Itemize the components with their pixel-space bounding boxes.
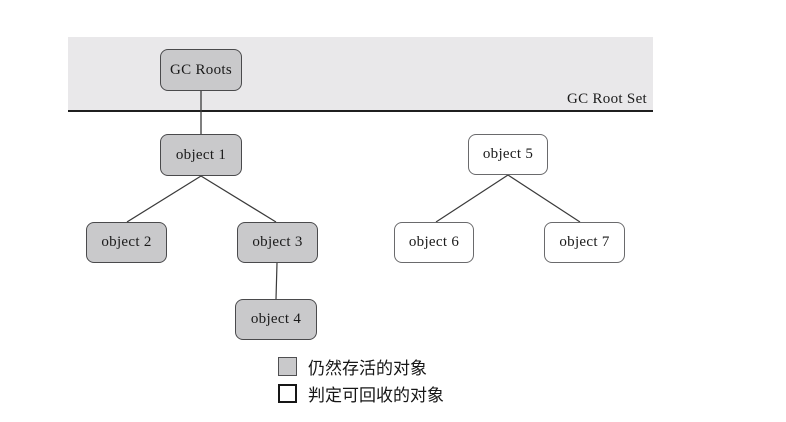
legend-recyclable-swatch	[278, 384, 297, 403]
legend-alive-swatch	[278, 357, 297, 376]
node-object-1: object 1	[160, 134, 242, 176]
legend-row-recyclable: 判定可回收的对象	[278, 383, 444, 405]
node-object-4: object 4	[235, 299, 317, 340]
node-object-6: object 6	[394, 222, 474, 263]
node-gc-roots: GC Roots	[160, 49, 242, 91]
node-object-3: object 3	[237, 222, 318, 263]
node-object-7: object 7	[544, 222, 625, 263]
legend: 仍然存活的对象 判定可回收的对象	[278, 356, 444, 410]
node-object-2: object 2	[86, 222, 167, 263]
node-object-5: object 5	[468, 134, 548, 175]
legend-recyclable-label: 判定可回收的对象	[308, 386, 444, 405]
legend-alive-label: 仍然存活的对象	[308, 359, 427, 378]
gc-root-set-band: GC Root Set	[68, 37, 653, 112]
legend-row-alive: 仍然存活的对象	[278, 356, 444, 378]
gc-root-set-label: GC Root Set	[567, 91, 647, 107]
